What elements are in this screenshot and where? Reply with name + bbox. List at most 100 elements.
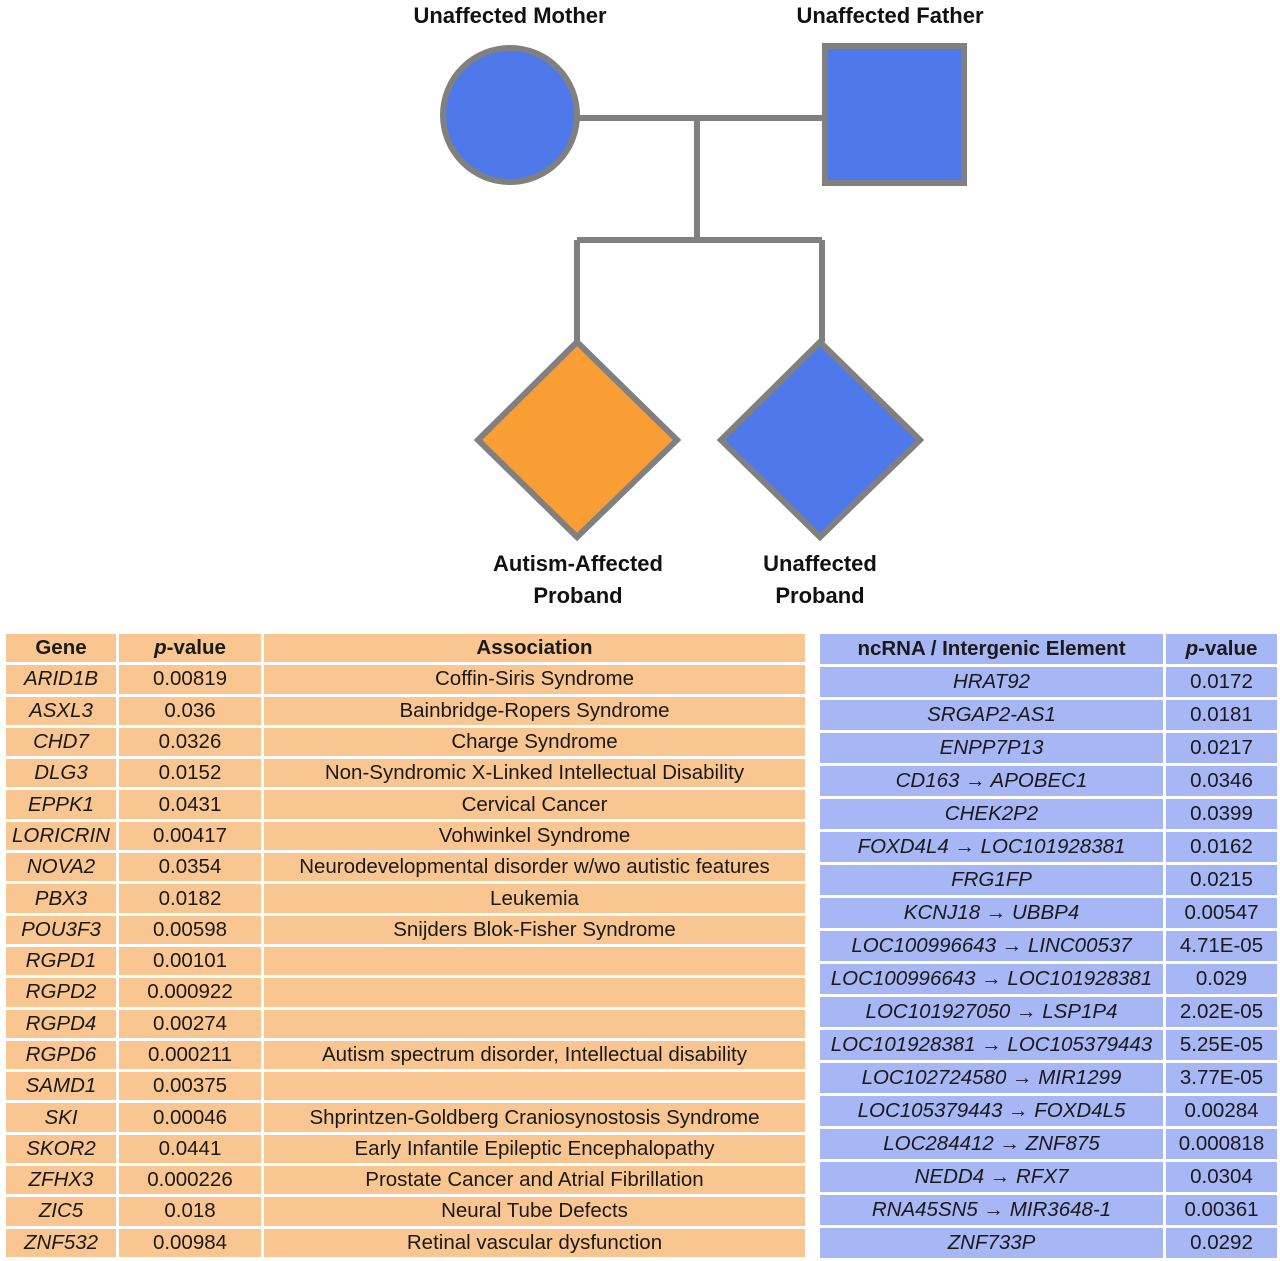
gene-cell: LORICRIN xyxy=(6,821,116,851)
gene-cell: ASXL3 xyxy=(6,696,116,725)
sibling-label: Unaffected Proband xyxy=(670,548,970,612)
gene-cell: ZNF532 xyxy=(6,1228,116,1257)
p-value-cell: 0.000818 xyxy=(1166,1129,1277,1159)
p-value-cell: 0.0399 xyxy=(1166,799,1277,829)
p-value-cell: 0.00819 xyxy=(119,665,261,694)
sibling-diamond xyxy=(716,337,925,542)
p-value-cell: 0.000211 xyxy=(119,1040,261,1070)
p-value-cell: 0.00375 xyxy=(119,1072,261,1101)
element-cell: LOC284412 → ZNF875 xyxy=(820,1129,1163,1159)
gene-cell: SAMD1 xyxy=(6,1072,116,1101)
header-gene: Gene xyxy=(6,634,116,663)
association-cell: Early Infantile Epileptic Encephalopathy xyxy=(264,1134,805,1164)
gene-cell: ZFHX3 xyxy=(6,1166,116,1195)
proband-label-line-1: Autism-Affected xyxy=(493,551,663,576)
gene-cell: NOVA2 xyxy=(6,853,116,882)
association-cell: Autism spectrum disorder, Intellectual d… xyxy=(264,1040,805,1070)
proband-label-line-2: Proband xyxy=(533,583,623,608)
p-value-cell: 0.0172 xyxy=(1166,667,1277,697)
header-p-value: p-value xyxy=(119,634,261,663)
p-value-cell: 0.018 xyxy=(119,1197,261,1226)
association-cell: Bainbridge-Ropers Syndrome xyxy=(264,696,805,725)
association-cell: Neural Tube Defects xyxy=(264,1197,805,1226)
ncrna-table: ncRNA / Intergenic Element p-value HRAT9… xyxy=(817,631,1280,1261)
p-value-cell: 0.00101 xyxy=(119,946,261,976)
gene-cell: RGPD4 xyxy=(6,1009,116,1038)
element-cell: FRG1FP xyxy=(820,865,1163,895)
gene-cell: RGPD2 xyxy=(6,978,116,1007)
mother-label: Unaffected Mother xyxy=(413,3,607,28)
p-value-cell: 0.00417 xyxy=(119,821,261,851)
sibling-label-line-1: Unaffected xyxy=(763,551,877,576)
p-value-cell: 0.00547 xyxy=(1166,898,1277,928)
association-cell: Coffin-Siris Syndrome xyxy=(264,665,805,694)
element-cell: NEDD4 → RFX7 xyxy=(820,1162,1163,1192)
p-value-cell: 0.0431 xyxy=(119,790,261,819)
gene-cell: SKI xyxy=(6,1103,116,1132)
mother-circle xyxy=(440,45,580,185)
p-value-cell: 0.00361 xyxy=(1166,1195,1277,1225)
association-cell: Charge Syndrome xyxy=(264,727,805,757)
p-value-cell: 3.77E-05 xyxy=(1166,1063,1277,1093)
gene-cell: RGPD1 xyxy=(6,946,116,976)
gene-cell: PBX3 xyxy=(6,884,116,913)
p-value-cell: 0.0304 xyxy=(1166,1162,1277,1192)
association-cell: Vohwinkel Syndrome xyxy=(264,821,805,851)
gene-cell: ARID1B xyxy=(6,665,116,694)
p-value-cell: 4.71E-05 xyxy=(1166,931,1277,961)
p-value-cell: 0.0152 xyxy=(119,759,261,788)
association-cell: Cervical Cancer xyxy=(264,790,805,819)
p-value-cell: 0.00984 xyxy=(119,1228,261,1257)
gene-cell: EPPK1 xyxy=(6,790,116,819)
association-cell: Neurodevelopmental disorder w/wo autisti… xyxy=(264,853,805,882)
element-cell: HRAT92 xyxy=(820,667,1163,697)
p-value-cell: 0.00284 xyxy=(1166,1096,1277,1126)
header-p-prefix: p xyxy=(1185,637,1199,660)
gene-cell: ZIC5 xyxy=(6,1197,116,1226)
element-cell: LOC101927050 → LSP1P4 xyxy=(820,997,1163,1027)
header-p-value: p-value xyxy=(1166,634,1277,664)
element-cell: CHEK2P2 xyxy=(820,799,1163,829)
association-cell: Prostate Cancer and Atrial Fibrillation xyxy=(264,1166,805,1195)
gene-cell: SKOR2 xyxy=(6,1134,116,1164)
p-value-cell: 0.0217 xyxy=(1166,733,1277,763)
proband-diamond xyxy=(473,337,682,542)
gene-cell: POU3F3 xyxy=(6,915,116,944)
p-value-cell: 0.0441 xyxy=(119,1134,261,1164)
header-p-suffix: -value xyxy=(1198,637,1258,660)
p-value-cell: 0.00274 xyxy=(119,1009,261,1038)
pedigree-diagram xyxy=(440,43,967,542)
father-square xyxy=(822,43,967,186)
p-value-cell: 0.036 xyxy=(119,696,261,725)
association-cell xyxy=(264,1072,805,1101)
gene-cell: RGPD6 xyxy=(6,1040,116,1070)
element-cell: KCNJ18 → UBBP4 xyxy=(820,898,1163,928)
p-value-cell: 0.0292 xyxy=(1166,1228,1277,1258)
association-cell xyxy=(264,946,805,976)
p-value-cell: 0.0182 xyxy=(119,884,261,913)
p-value-cell: 0.0354 xyxy=(119,853,261,882)
